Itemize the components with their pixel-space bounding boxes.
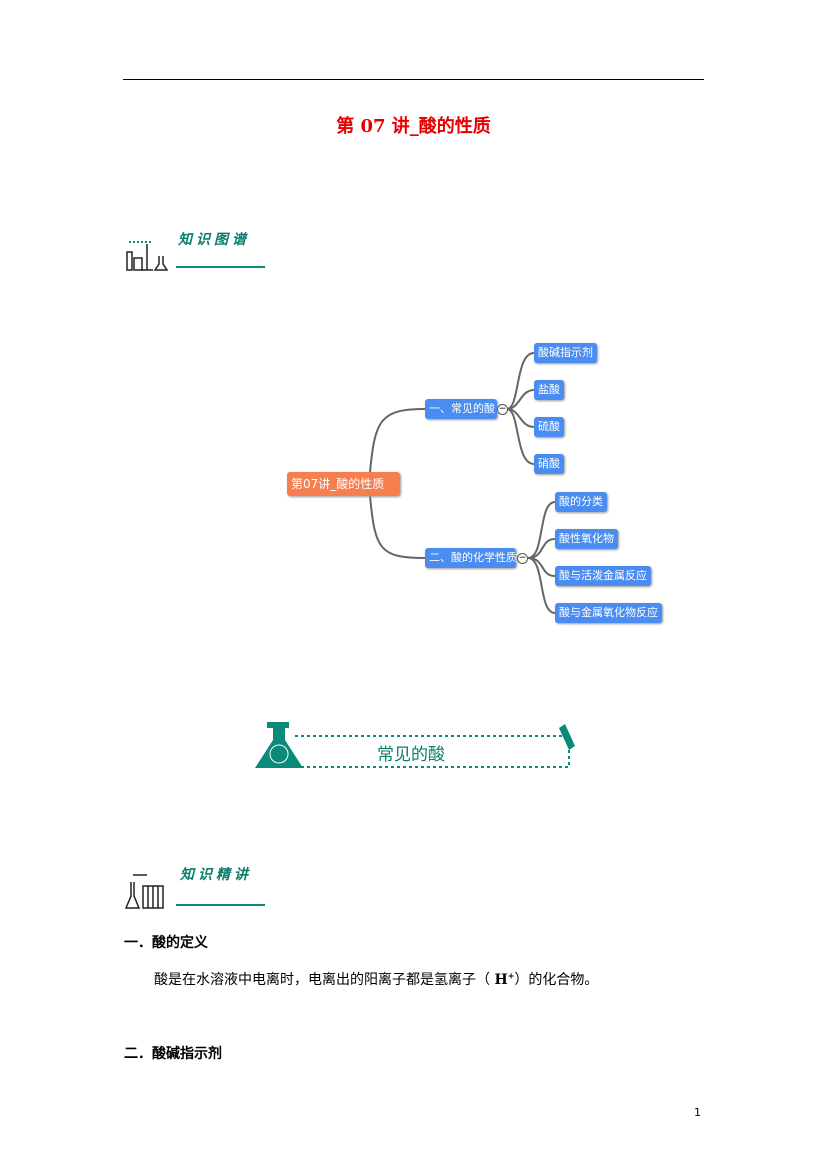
mindmap-leaf[interactable]: 酸与金属氧化物反应 bbox=[555, 603, 662, 623]
mindmap-leaf[interactable]: 盐酸 bbox=[534, 380, 564, 400]
header-rule bbox=[123, 79, 704, 80]
hydrogen-ion: H+ bbox=[494, 970, 515, 988]
section-underline bbox=[176, 904, 265, 906]
mindmap-leaf[interactable]: 硫酸 bbox=[534, 417, 564, 437]
mindmap-branch-chemical-properties[interactable]: 二、酸的化学性质 bbox=[425, 548, 517, 568]
page-number: 1 bbox=[694, 1106, 701, 1119]
flask-banner bbox=[255, 722, 575, 768]
ion-charge: + bbox=[507, 970, 515, 981]
text: ）的化合物。 bbox=[514, 972, 599, 988]
heading-acid-base-indicators: 二．酸碱指示剂 bbox=[124, 1046, 222, 1062]
test-tube-icon bbox=[559, 724, 575, 750]
mindmap-leaf[interactable]: 酸碱指示剂 bbox=[534, 343, 597, 363]
section-label-knowledge-map: 知识图谱 bbox=[178, 232, 250, 248]
mindmap-leaf[interactable]: 硝酸 bbox=[534, 454, 564, 474]
text: 酸是在水溶液中电离时，电离出的阳离子都是氢离子（ bbox=[154, 972, 495, 988]
section-underline bbox=[176, 266, 265, 268]
mindmap-branch-common-acids[interactable]: 一、常见的酸 bbox=[425, 399, 497, 419]
mindmap-connectors bbox=[369, 352, 556, 614]
heading-acid-definition: 一．酸的定义 bbox=[124, 935, 208, 951]
page-title: 第 07 讲_酸的性质 bbox=[336, 116, 491, 137]
lab-equipment-icon bbox=[126, 241, 169, 271]
banner-title: 常见的酸 bbox=[377, 745, 445, 765]
collapse-icon[interactable]: − bbox=[517, 553, 528, 564]
section-label-knowledge-lecture: 知识精讲 bbox=[180, 867, 252, 883]
mindmap-leaf[interactable]: 酸与活泼金属反应 bbox=[555, 566, 651, 586]
ion-symbol: H bbox=[494, 972, 508, 988]
mindmap-leaf[interactable]: 酸的分类 bbox=[555, 492, 607, 512]
mindmap-leaf[interactable]: 酸性氧化物 bbox=[555, 529, 618, 549]
collapse-icon[interactable]: − bbox=[497, 404, 508, 415]
mindmap-root-node[interactable]: 第07讲_酸的性质 bbox=[287, 472, 400, 496]
paragraph-acid-definition: 酸是在水溶液中电离时，电离出的阳离子都是氢离子（ H+）的化合物。 bbox=[154, 969, 598, 989]
lab-glassware-icon bbox=[125, 874, 164, 909]
